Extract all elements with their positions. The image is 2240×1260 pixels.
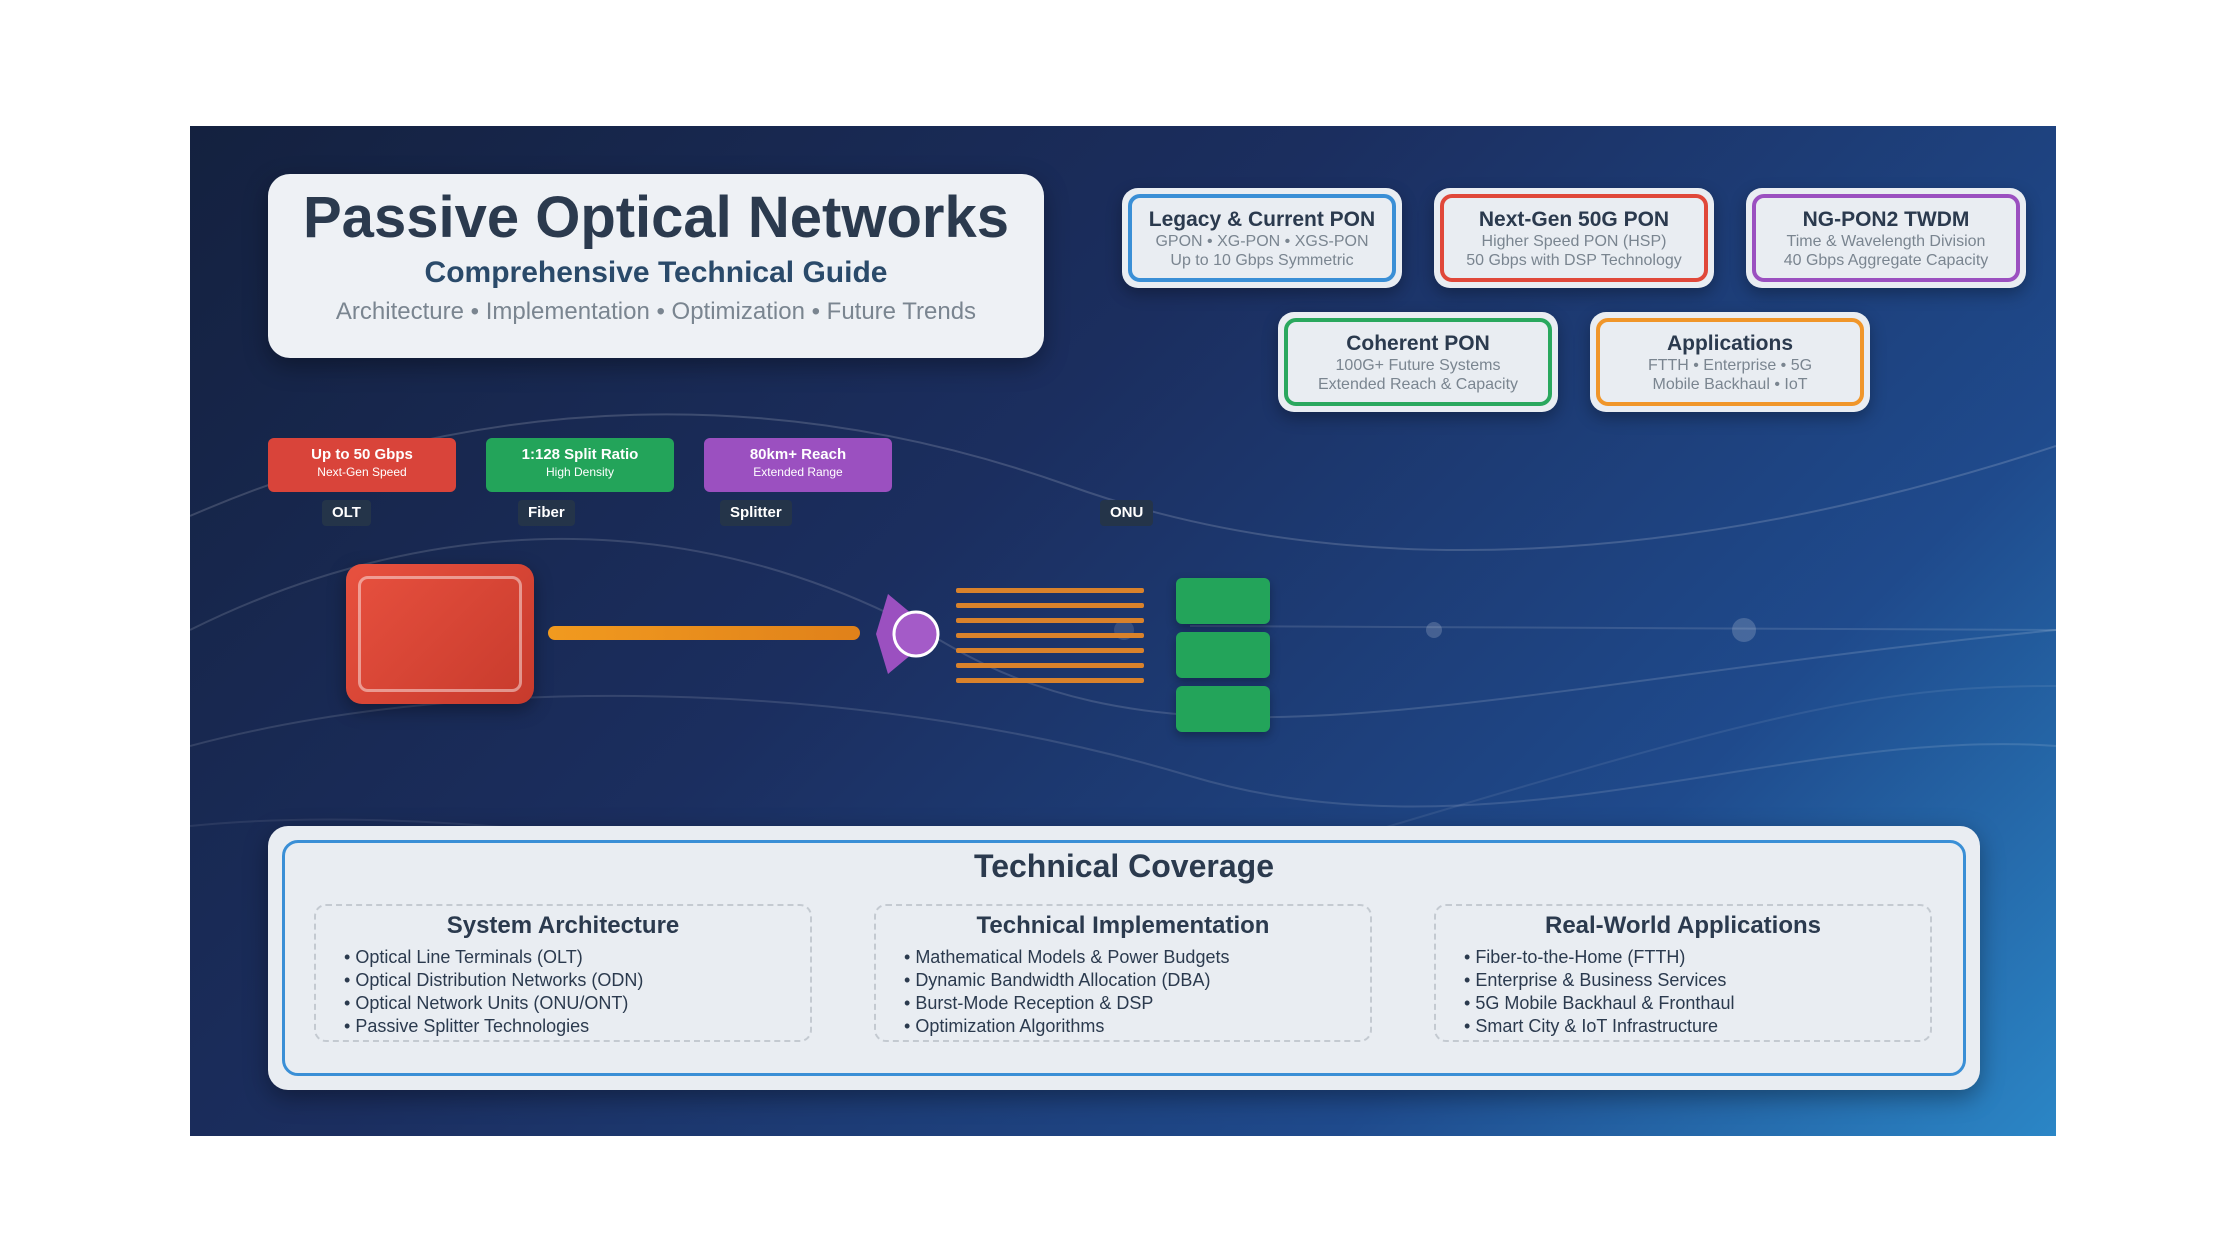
coverage-column-heading: System Architecture bbox=[446, 912, 680, 939]
tech-card-line: Time & Wavelength Division bbox=[1786, 233, 1986, 250]
coverage-column-implementation: Technical Implementation Mathematical Mo… bbox=[874, 904, 1372, 1042]
list-item: Passive Splitter Technologies bbox=[344, 1015, 810, 1038]
tech-card-legacy-pon: Legacy & Current PON GPON • XG-PON • XGS… bbox=[1122, 188, 1402, 288]
tech-card-title: Legacy & Current PON bbox=[1148, 208, 1376, 231]
list-item: Fiber-to-the-Home (FTTH) bbox=[1464, 946, 1930, 969]
tech-card-line: Up to 10 Gbps Symmetric bbox=[1170, 252, 1354, 269]
stat-desc: Next-Gen Speed bbox=[317, 465, 407, 479]
stat-value: 80km+ Reach bbox=[749, 446, 847, 463]
onu-unit bbox=[1176, 686, 1270, 732]
title-card: Passive Optical Networks Comprehensive T… bbox=[268, 174, 1044, 358]
tech-card-title: Next-Gen 50G PON bbox=[1478, 208, 1670, 231]
stat-value: 1:128 Split Ratio bbox=[521, 446, 639, 463]
stat-badge-reach: 80km+ Reach Extended Range bbox=[704, 438, 892, 492]
coverage-column-architecture: System Architecture Optical Line Termina… bbox=[314, 904, 812, 1042]
tech-card-line: Mobile Backhaul • IoT bbox=[1652, 376, 1808, 393]
tech-card-line: Higher Speed PON (HSP) bbox=[1481, 233, 1667, 250]
list-item: Enterprise & Business Services bbox=[1464, 969, 1930, 992]
split-output-lines bbox=[956, 586, 1146, 696]
list-item: Optical Line Terminals (OLT) bbox=[344, 946, 810, 969]
splitter-label: Splitter bbox=[720, 500, 792, 526]
fiber-label: Fiber bbox=[518, 500, 575, 526]
poster-canvas: Passive Optical Networks Comprehensive T… bbox=[190, 126, 2056, 1136]
list-item: Optimization Algorithms bbox=[904, 1015, 1370, 1038]
splitter-icon bbox=[876, 594, 940, 674]
page-title: Passive Optical Networks bbox=[303, 185, 1009, 250]
stat-desc: High Density bbox=[545, 465, 615, 479]
list-item: Optical Distribution Networks (ODN) bbox=[344, 969, 810, 992]
tech-card-title: Coherent PON bbox=[1346, 332, 1490, 355]
tech-card-50g-pon: Next-Gen 50G PON Higher Speed PON (HSP) … bbox=[1434, 188, 1714, 288]
tech-card-line: Extended Reach & Capacity bbox=[1317, 376, 1519, 393]
coverage-column-applications: Real-World Applications Fiber-to-the-Hom… bbox=[1434, 904, 1932, 1042]
olt-label: OLT bbox=[322, 500, 371, 526]
list-item: 5G Mobile Backhaul & Fronthaul bbox=[1464, 992, 1930, 1015]
tech-card-coherent-pon: Coherent PON 100G+ Future Systems Extend… bbox=[1278, 312, 1558, 412]
fiber-line bbox=[548, 626, 860, 640]
onu-unit bbox=[1176, 632, 1270, 678]
tech-card-line: 100G+ Future Systems bbox=[1335, 357, 1501, 374]
list-item: Mathematical Models & Power Budgets bbox=[904, 946, 1370, 969]
stat-badge-speed: Up to 50 Gbps Next-Gen Speed bbox=[268, 438, 456, 492]
stat-badge-split-ratio: 1:128 Split Ratio High Density bbox=[486, 438, 674, 492]
tech-card-line: 40 Gbps Aggregate Capacity bbox=[1783, 252, 1989, 269]
stat-value: Up to 50 Gbps bbox=[311, 446, 413, 463]
list-item: Smart City & IoT Infrastructure bbox=[1464, 1015, 1930, 1038]
onu-unit bbox=[1176, 578, 1270, 624]
page-subtitle: Comprehensive Technical Guide bbox=[424, 256, 888, 289]
tech-card-ng-pon2: NG-PON2 TWDM Time & Wavelength Division … bbox=[1746, 188, 2026, 288]
tech-card-line: 50 Gbps with DSP Technology bbox=[1466, 252, 1682, 269]
coverage-column-heading: Technical Implementation bbox=[976, 912, 1270, 939]
list-item: Burst-Mode Reception & DSP bbox=[904, 992, 1370, 1015]
coverage-column-heading: Real-World Applications bbox=[1544, 912, 1822, 939]
technical-coverage-panel: Technical Coverage System Architecture O… bbox=[268, 826, 1980, 1090]
list-item: Dynamic Bandwidth Allocation (DBA) bbox=[904, 969, 1370, 992]
onu-label: ONU bbox=[1100, 500, 1154, 526]
stat-desc: Extended Range bbox=[753, 465, 843, 479]
tech-card-title: NG-PON2 TWDM bbox=[1802, 208, 1970, 231]
olt-block bbox=[346, 564, 534, 704]
tech-card-line: FTTH • Enterprise • 5G bbox=[1647, 357, 1813, 374]
page-tagline: Architecture • Implementation • Optimiza… bbox=[335, 298, 977, 325]
coverage-title: Technical Coverage bbox=[974, 848, 1274, 884]
list-item: Optical Network Units (ONU/ONT) bbox=[344, 992, 810, 1015]
tech-card-title: Applications bbox=[1666, 332, 1793, 355]
tech-card-line: GPON • XG-PON • XGS-PON bbox=[1155, 233, 1369, 250]
tech-card-applications: Applications FTTH • Enterprise • 5G Mobi… bbox=[1590, 312, 1870, 412]
